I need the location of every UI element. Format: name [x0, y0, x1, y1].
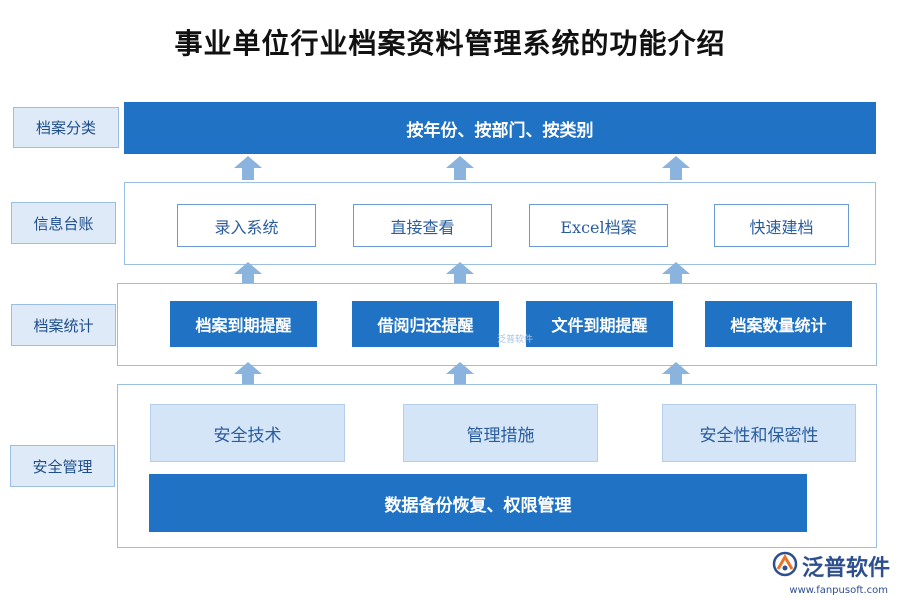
archive-count-stats-box: 档案数量统计	[705, 301, 852, 347]
row-label-archive-stats: 档案统计	[11, 304, 116, 346]
brand-name: 泛普软件	[801, 556, 890, 581]
up-arrow-icon	[446, 262, 474, 286]
management-measures-box: 管理措施	[403, 404, 598, 462]
excel-archive-box: Excel档案	[529, 204, 668, 247]
quick-archive-box: 快速建档	[714, 204, 849, 247]
security-confidentiality-box: 安全性和保密性	[662, 404, 856, 462]
backup-permission-banner: 数据备份恢复、权限管理	[149, 474, 807, 532]
document-expiry-reminder-box: 文件到期提醒	[526, 301, 673, 347]
row-label-security-mgmt: 安全管理	[10, 445, 115, 487]
up-arrow-icon	[234, 156, 262, 180]
up-arrow-icon	[662, 262, 690, 286]
up-arrow-icon	[446, 362, 474, 386]
fanpu-logo-icon	[772, 551, 798, 581]
brand-logo: 泛普软件	[772, 550, 890, 582]
up-arrow-icon	[446, 156, 474, 180]
borrow-return-reminder-box: 借阅归还提醒	[352, 301, 499, 347]
security-tech-box: 安全技术	[150, 404, 345, 462]
entry-system-box: 录入系统	[177, 204, 316, 247]
category-banner: 按年份、按部门、按类别	[124, 102, 876, 154]
brand-url: www.fanpusoft.com	[789, 585, 888, 596]
up-arrow-icon	[234, 262, 262, 286]
watermark: 泛普软件	[497, 335, 534, 345]
direct-view-box: 直接查看	[353, 204, 492, 247]
row-label-info-ledger: 信息台账	[11, 202, 116, 244]
up-arrow-icon	[662, 362, 690, 386]
row-label-archive-category: 档案分类	[13, 107, 119, 148]
up-arrow-icon	[662, 156, 690, 180]
up-arrow-icon	[234, 362, 262, 386]
archive-expiry-reminder-box: 档案到期提醒	[170, 301, 317, 347]
page-title: 事业单位行业档案资料管理系统的功能介绍	[174, 27, 726, 60]
